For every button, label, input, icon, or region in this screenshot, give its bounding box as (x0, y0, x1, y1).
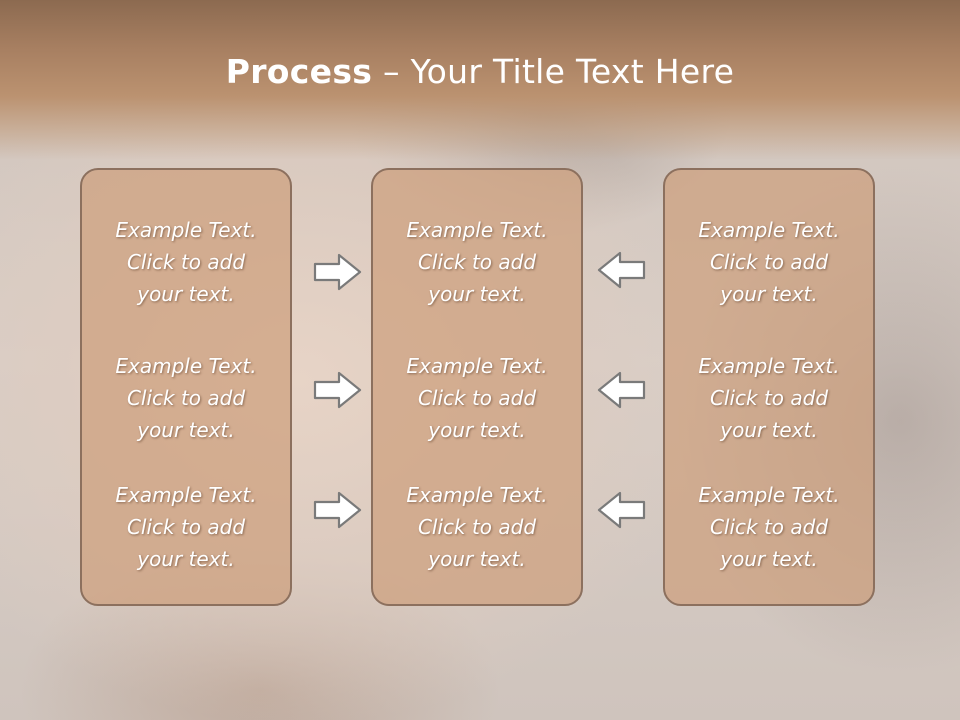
text-line: your text. (428, 418, 526, 442)
text-block[interactable]: Example Text. Click to add your text. (82, 350, 290, 446)
process-box-right[interactable]: Example Text. Click to add your text. Ex… (663, 168, 875, 606)
text-line: Click to add (417, 515, 537, 539)
text-line: Click to add (126, 250, 246, 274)
arrow-right-icon (313, 371, 362, 409)
text-line: your text. (720, 547, 818, 571)
arrow-left-icon (597, 371, 646, 409)
text-line: Click to add (126, 386, 246, 410)
text-line: Click to add (126, 515, 246, 539)
arrow-right-icon (313, 491, 362, 529)
text-line: Example Text. (115, 218, 257, 242)
text-line: your text. (720, 282, 818, 306)
text-line: your text. (137, 547, 235, 571)
text-line: Example Text. (698, 354, 840, 378)
text-line: Example Text. (406, 354, 548, 378)
text-block[interactable]: Example Text. Click to add your text. (665, 350, 873, 446)
text-line: Example Text. (698, 483, 840, 507)
text-block[interactable]: Example Text. Click to add your text. (373, 350, 581, 446)
text-block[interactable]: Example Text. Click to add your text. (373, 214, 581, 310)
text-line: your text. (428, 282, 526, 306)
text-line: your text. (137, 418, 235, 442)
text-line: Click to add (709, 250, 829, 274)
arrow-left-icon (597, 491, 646, 529)
text-block[interactable]: Example Text. Click to add your text. (665, 214, 873, 310)
text-line: Example Text. (115, 354, 257, 378)
text-line: Click to add (417, 250, 537, 274)
text-line: Click to add (417, 386, 537, 410)
slide-title[interactable]: Process – Your Title Text Here (0, 52, 960, 91)
text-block[interactable]: Example Text. Click to add your text. (82, 479, 290, 575)
arrow-left-icon (597, 251, 646, 289)
text-line: Example Text. (406, 483, 548, 507)
title-rest: – Your Title Text Here (372, 52, 735, 91)
text-line: Example Text. (698, 218, 840, 242)
process-box-left[interactable]: Example Text. Click to add your text. Ex… (80, 168, 292, 606)
arrow-right-icon (313, 253, 362, 291)
text-block[interactable]: Example Text. Click to add your text. (665, 479, 873, 575)
title-banner (0, 0, 960, 160)
text-line: Example Text. (115, 483, 257, 507)
text-line: Click to add (709, 386, 829, 410)
text-block[interactable]: Example Text. Click to add your text. (373, 479, 581, 575)
title-bold: Process (225, 52, 373, 91)
text-line: Example Text. (406, 218, 548, 242)
process-box-center[interactable]: Example Text. Click to add your text. Ex… (371, 168, 583, 606)
text-line: your text. (428, 547, 526, 571)
text-line: your text. (137, 282, 235, 306)
text-line: Click to add (709, 515, 829, 539)
text-block[interactable]: Example Text. Click to add your text. (82, 214, 290, 310)
text-line: your text. (720, 418, 818, 442)
